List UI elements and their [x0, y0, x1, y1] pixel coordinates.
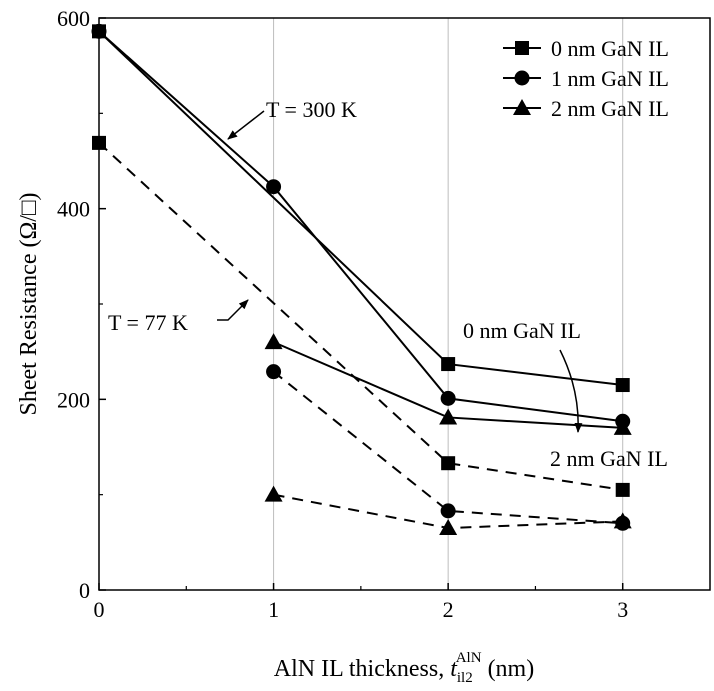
- x-axis-title-sup: AlN: [456, 650, 482, 666]
- legend-label: 1 nm GaN IL: [551, 66, 669, 91]
- x-tick-label: 2: [443, 597, 454, 622]
- data-point-triangle: [613, 418, 632, 435]
- legend-label: 2 nm GaN IL: [551, 96, 669, 121]
- data-point-circle: [440, 503, 456, 519]
- series-lines: [98, 30, 623, 530]
- x-axis-title-sub: il2: [457, 670, 473, 686]
- data-point-triangle: [613, 512, 632, 529]
- annotation-t300-arrow: [227, 110, 265, 140]
- annotation-t77: T = 77 K: [108, 310, 188, 335]
- annotation-gan0: 0 nm GaN IL: [463, 318, 581, 343]
- y-tick-label: 600: [57, 6, 90, 31]
- data-point-triangle: [439, 519, 458, 536]
- annotation-gan-arrow: [559, 349, 583, 433]
- x-axis-title-var: t: [450, 656, 458, 682]
- annotation-t300: T = 300 K: [266, 97, 357, 122]
- data-point-square: [441, 357, 456, 372]
- legend: 0 nm GaN IL 1 nm GaN IL 2 nm GaN IL: [503, 36, 669, 121]
- x-tick-label: 1: [268, 597, 279, 622]
- series-line-square-77k: [98, 142, 623, 491]
- x-tick-label: 0: [94, 597, 105, 622]
- x-tick-label: 3: [617, 597, 628, 622]
- legend-marker-square: [515, 41, 529, 55]
- legend-marker-circle: [514, 70, 530, 86]
- series-line-circle-300k: [98, 30, 623, 423]
- axis-ticks: 0 1 2 3 0 200 400 600: [57, 6, 628, 622]
- annotation-t77-arrow: [217, 299, 249, 321]
- y-axis-title: Sheet Resistance (Ω/□): [16, 193, 42, 416]
- x-axis-title: AlN IL thickness, til2 AlN (nm): [274, 650, 534, 686]
- data-point-square: [615, 378, 630, 393]
- data-point-triangle: [264, 333, 283, 350]
- data-point-circle: [266, 179, 282, 195]
- y-tick-label: 0: [79, 578, 90, 603]
- y-tick-label: 200: [57, 387, 90, 412]
- annotation-gan2: 2 nm GaN IL: [550, 446, 668, 471]
- legend-marker-triangle: [513, 99, 531, 115]
- x-axis-title-suffix: (nm): [482, 656, 535, 682]
- data-point-circle: [266, 364, 282, 380]
- series-markers: [91, 23, 632, 536]
- data-point-circle: [440, 390, 456, 406]
- data-point-triangle: [264, 485, 283, 502]
- y-tick-label: 400: [57, 197, 90, 222]
- legend-label: 0 nm GaN IL: [551, 36, 669, 61]
- data-point-square: [615, 482, 630, 497]
- data-point-square: [441, 456, 456, 471]
- x-axis-title-prefix: AlN IL thickness,: [274, 656, 450, 682]
- data-point-triangle: [439, 408, 458, 425]
